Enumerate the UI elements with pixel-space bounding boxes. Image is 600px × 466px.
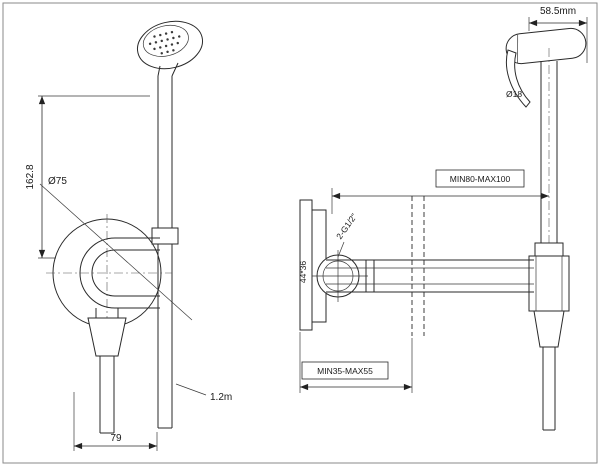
sprayer-face-joint-line <box>517 34 519 64</box>
height-extension-lines <box>38 95 150 259</box>
dimension-plate-diameter: Ø75 <box>39 176 193 321</box>
thread-leader-line <box>337 241 345 258</box>
holder-body-inner-lines <box>535 256 563 311</box>
wall-hidden-lines <box>411 196 425 336</box>
front-view: 162.8 Ø75 79 1.2m <box>25 20 232 451</box>
hose-length-leader <box>175 383 207 396</box>
wall-plate-profile <box>299 199 327 331</box>
width-dimension-label: 79 <box>110 433 122 444</box>
side-view: 2-G1/2" 44*36 Ø18 58.5mm <box>298 6 588 431</box>
handle-diameter-label: Ø18 <box>506 89 522 99</box>
hose-cone-nut-front <box>87 317 127 357</box>
valve-body-arm <box>326 259 534 293</box>
dimension-width: 79 <box>73 392 158 451</box>
diameter-leader-line <box>39 183 193 321</box>
width-extension-lines <box>73 392 158 451</box>
handle-tube-and-hose-front <box>157 76 173 429</box>
embed-depth-extension-lines <box>299 332 413 393</box>
valve-body-arm-inner-lines <box>326 267 534 285</box>
sprayer-neck-front <box>157 62 179 77</box>
embed-depth-label-box <box>301 361 389 380</box>
handle-tube-side <box>540 61 558 243</box>
hose-side <box>542 347 556 431</box>
sprayer-lever <box>505 49 531 108</box>
handle-collar-side <box>534 242 564 257</box>
plate-diameter-label: Ø75 <box>48 176 67 187</box>
wall-distance-label: MIN80-MAX100 <box>450 174 511 184</box>
hose-front <box>99 356 115 434</box>
head-width-label: 58.5mm <box>540 6 576 17</box>
dimension-wall-distance: MIN80-MAX100 <box>331 169 549 214</box>
inlet-crosshair <box>312 250 368 302</box>
outlet-stub-front <box>95 308 119 318</box>
dimension-height: 162.8 <box>25 95 150 259</box>
spray-nozzle-dots <box>148 30 181 55</box>
holder-elbow-front <box>79 237 160 309</box>
height-dimension-label: 162.8 <box>25 164 36 189</box>
wall-distance-label-box <box>435 169 525 188</box>
plate-size-label: 44*36 <box>298 261 308 283</box>
handle-collar-front <box>151 227 179 245</box>
embed-depth-label: MIN35-MAX55 <box>317 366 373 376</box>
sprayer-head-side <box>505 27 587 65</box>
hose-length-label: 1.2m <box>210 392 232 403</box>
sprayer-head-side-outline <box>505 27 587 65</box>
dimension-head-width: 58.5mm <box>528 6 588 63</box>
dimension-hose-length: 1.2m <box>175 383 232 403</box>
spray-face-outline <box>142 24 189 57</box>
hose-cone-nut-side <box>533 310 565 348</box>
dimension-embed-depth: MIN35-MAX55 <box>299 332 413 393</box>
